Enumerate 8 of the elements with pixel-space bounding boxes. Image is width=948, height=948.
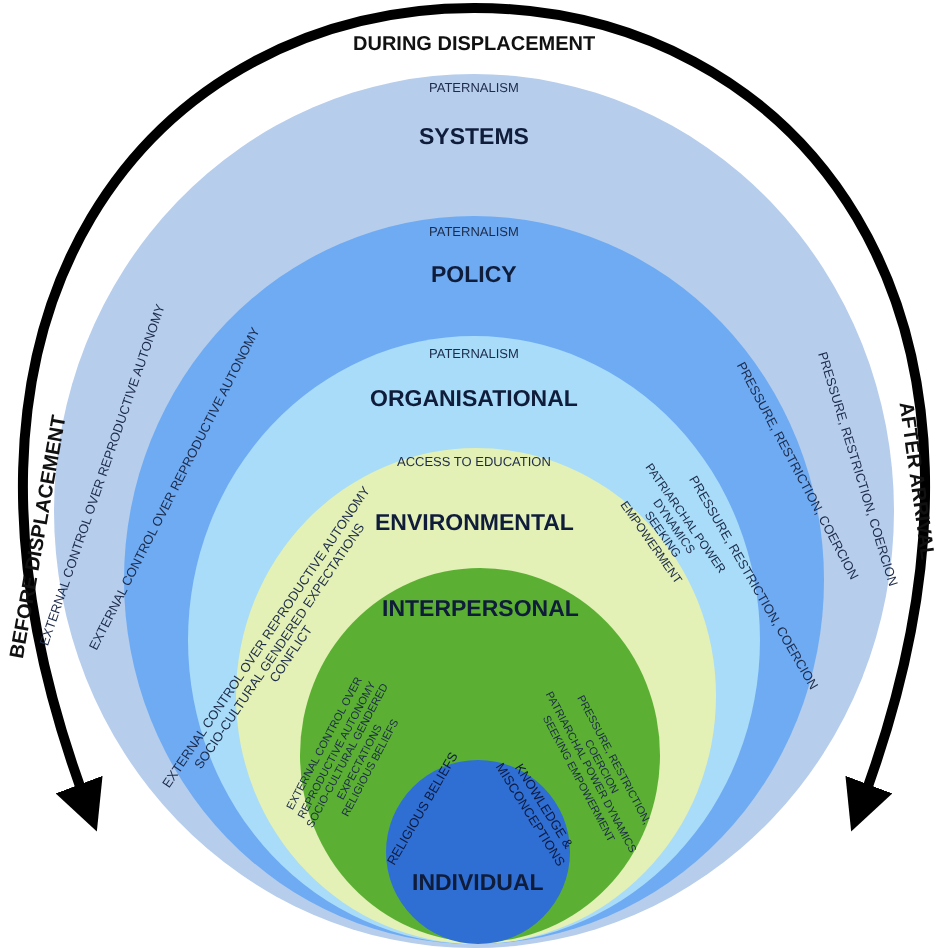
phase-label: AFTER ARRIVAL	[892, 399, 937, 561]
layer-title: POLICY	[431, 264, 517, 288]
layer-title: ENVIRONMENTAL	[375, 512, 574, 536]
layer-title: INTERPERSONAL	[382, 598, 579, 622]
layer-title: SYSTEMS	[419, 126, 529, 150]
layer-title: INDIVIDUAL	[412, 872, 544, 896]
phase-label: DURING DISPLACEMENT	[353, 33, 596, 55]
layer-title: ORGANISATIONAL	[370, 388, 578, 412]
